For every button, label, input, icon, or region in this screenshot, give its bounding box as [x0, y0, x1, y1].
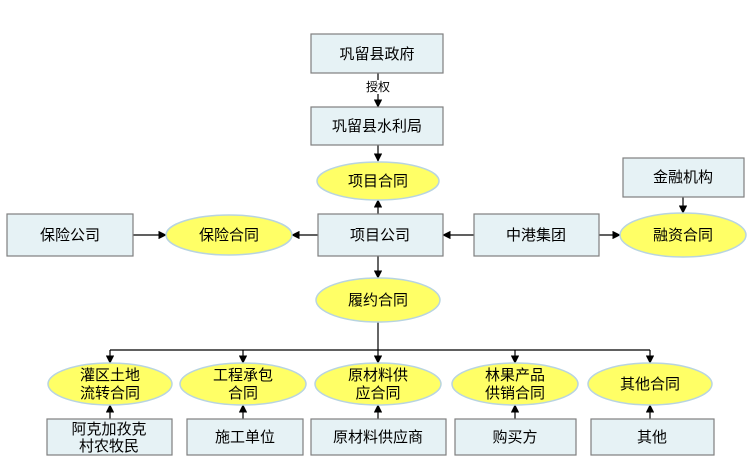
- node-construction-unit-box: [186, 418, 304, 456]
- label-insurance-company: 保险公司: [40, 226, 100, 244]
- label-water-bureau: 巩留县水利局: [332, 117, 422, 135]
- node-labels: 巩留县政府 巩留县水利局 项目合同 项目公司 保险公司 保险合同 中港集团 融资…: [40, 45, 713, 455]
- node-material-supply-ellipse: [314, 362, 442, 406]
- label-others: 其他: [637, 428, 667, 446]
- node-gov-box: [310, 33, 444, 74]
- label-engineering-line-1: 工程承包: [213, 366, 273, 384]
- label-land-transfer-line-2: 流转合同: [80, 384, 140, 402]
- label-buyer: 购买方: [492, 428, 537, 446]
- connectors: [105, 73, 688, 419]
- label-land-transfer-line-1: 灌区土地: [80, 366, 140, 384]
- label-fruit-sales-line-1: 林果产品: [485, 366, 545, 384]
- node-material-supplier-box: [310, 418, 447, 456]
- label-project-contract: 项目合同: [348, 172, 408, 190]
- label-performance-contract: 履约合同: [348, 291, 408, 309]
- node-financial-institution-box: [622, 157, 745, 198]
- label-financing-contract: 融资合同: [653, 226, 713, 244]
- label-zhonggang: 中港集团: [506, 226, 566, 244]
- label-material-supplier: 原材料供应商: [333, 428, 423, 446]
- label-financial-institution: 金融机构: [653, 168, 713, 186]
- node-engineering-ellipse: [179, 362, 307, 406]
- label-project-company: 项目公司: [350, 226, 410, 244]
- label-herdsmen-line-2: 村农牧民: [79, 437, 139, 455]
- node-insurance-contract-ellipse: [165, 214, 293, 256]
- node-zhonggang-box: [473, 213, 600, 257]
- label-other-contract: 其他合同: [620, 375, 680, 393]
- label-herdsmen-line-1: 阿克加孜克: [71, 420, 146, 438]
- node-project-company-box: [317, 213, 444, 257]
- node-land-transfer-ellipse: [47, 362, 173, 406]
- label-fruit-sales-line-2: 供销合同: [485, 384, 545, 402]
- label-engineering-line-2: 合同: [228, 384, 258, 402]
- authorize-label: 授权: [366, 79, 390, 94]
- node-others-box: [590, 418, 715, 456]
- label-material-supply-line-1: 原材料供: [348, 366, 408, 384]
- ellipse-nodes: [47, 161, 747, 406]
- label-insurance-contract: 保险合同: [199, 226, 259, 244]
- label-construction-unit: 施工单位: [215, 428, 275, 446]
- label-material-supply-line-2: 应合同: [355, 384, 400, 402]
- node-water-bureau-box: [310, 106, 444, 146]
- node-buyer-box: [454, 418, 577, 456]
- node-project-contract-ellipse: [316, 161, 440, 201]
- node-other-contract-ellipse: [587, 362, 713, 406]
- node-herdsmen-box: [46, 418, 173, 456]
- node-performance-contract-ellipse: [315, 277, 441, 323]
- node-fruit-sales-ellipse: [451, 362, 579, 406]
- box-nodes: [6, 33, 745, 456]
- label-gov: 巩留县政府: [339, 45, 414, 63]
- node-insurance-company-box: [6, 213, 134, 257]
- node-financing-contract-ellipse: [619, 212, 747, 258]
